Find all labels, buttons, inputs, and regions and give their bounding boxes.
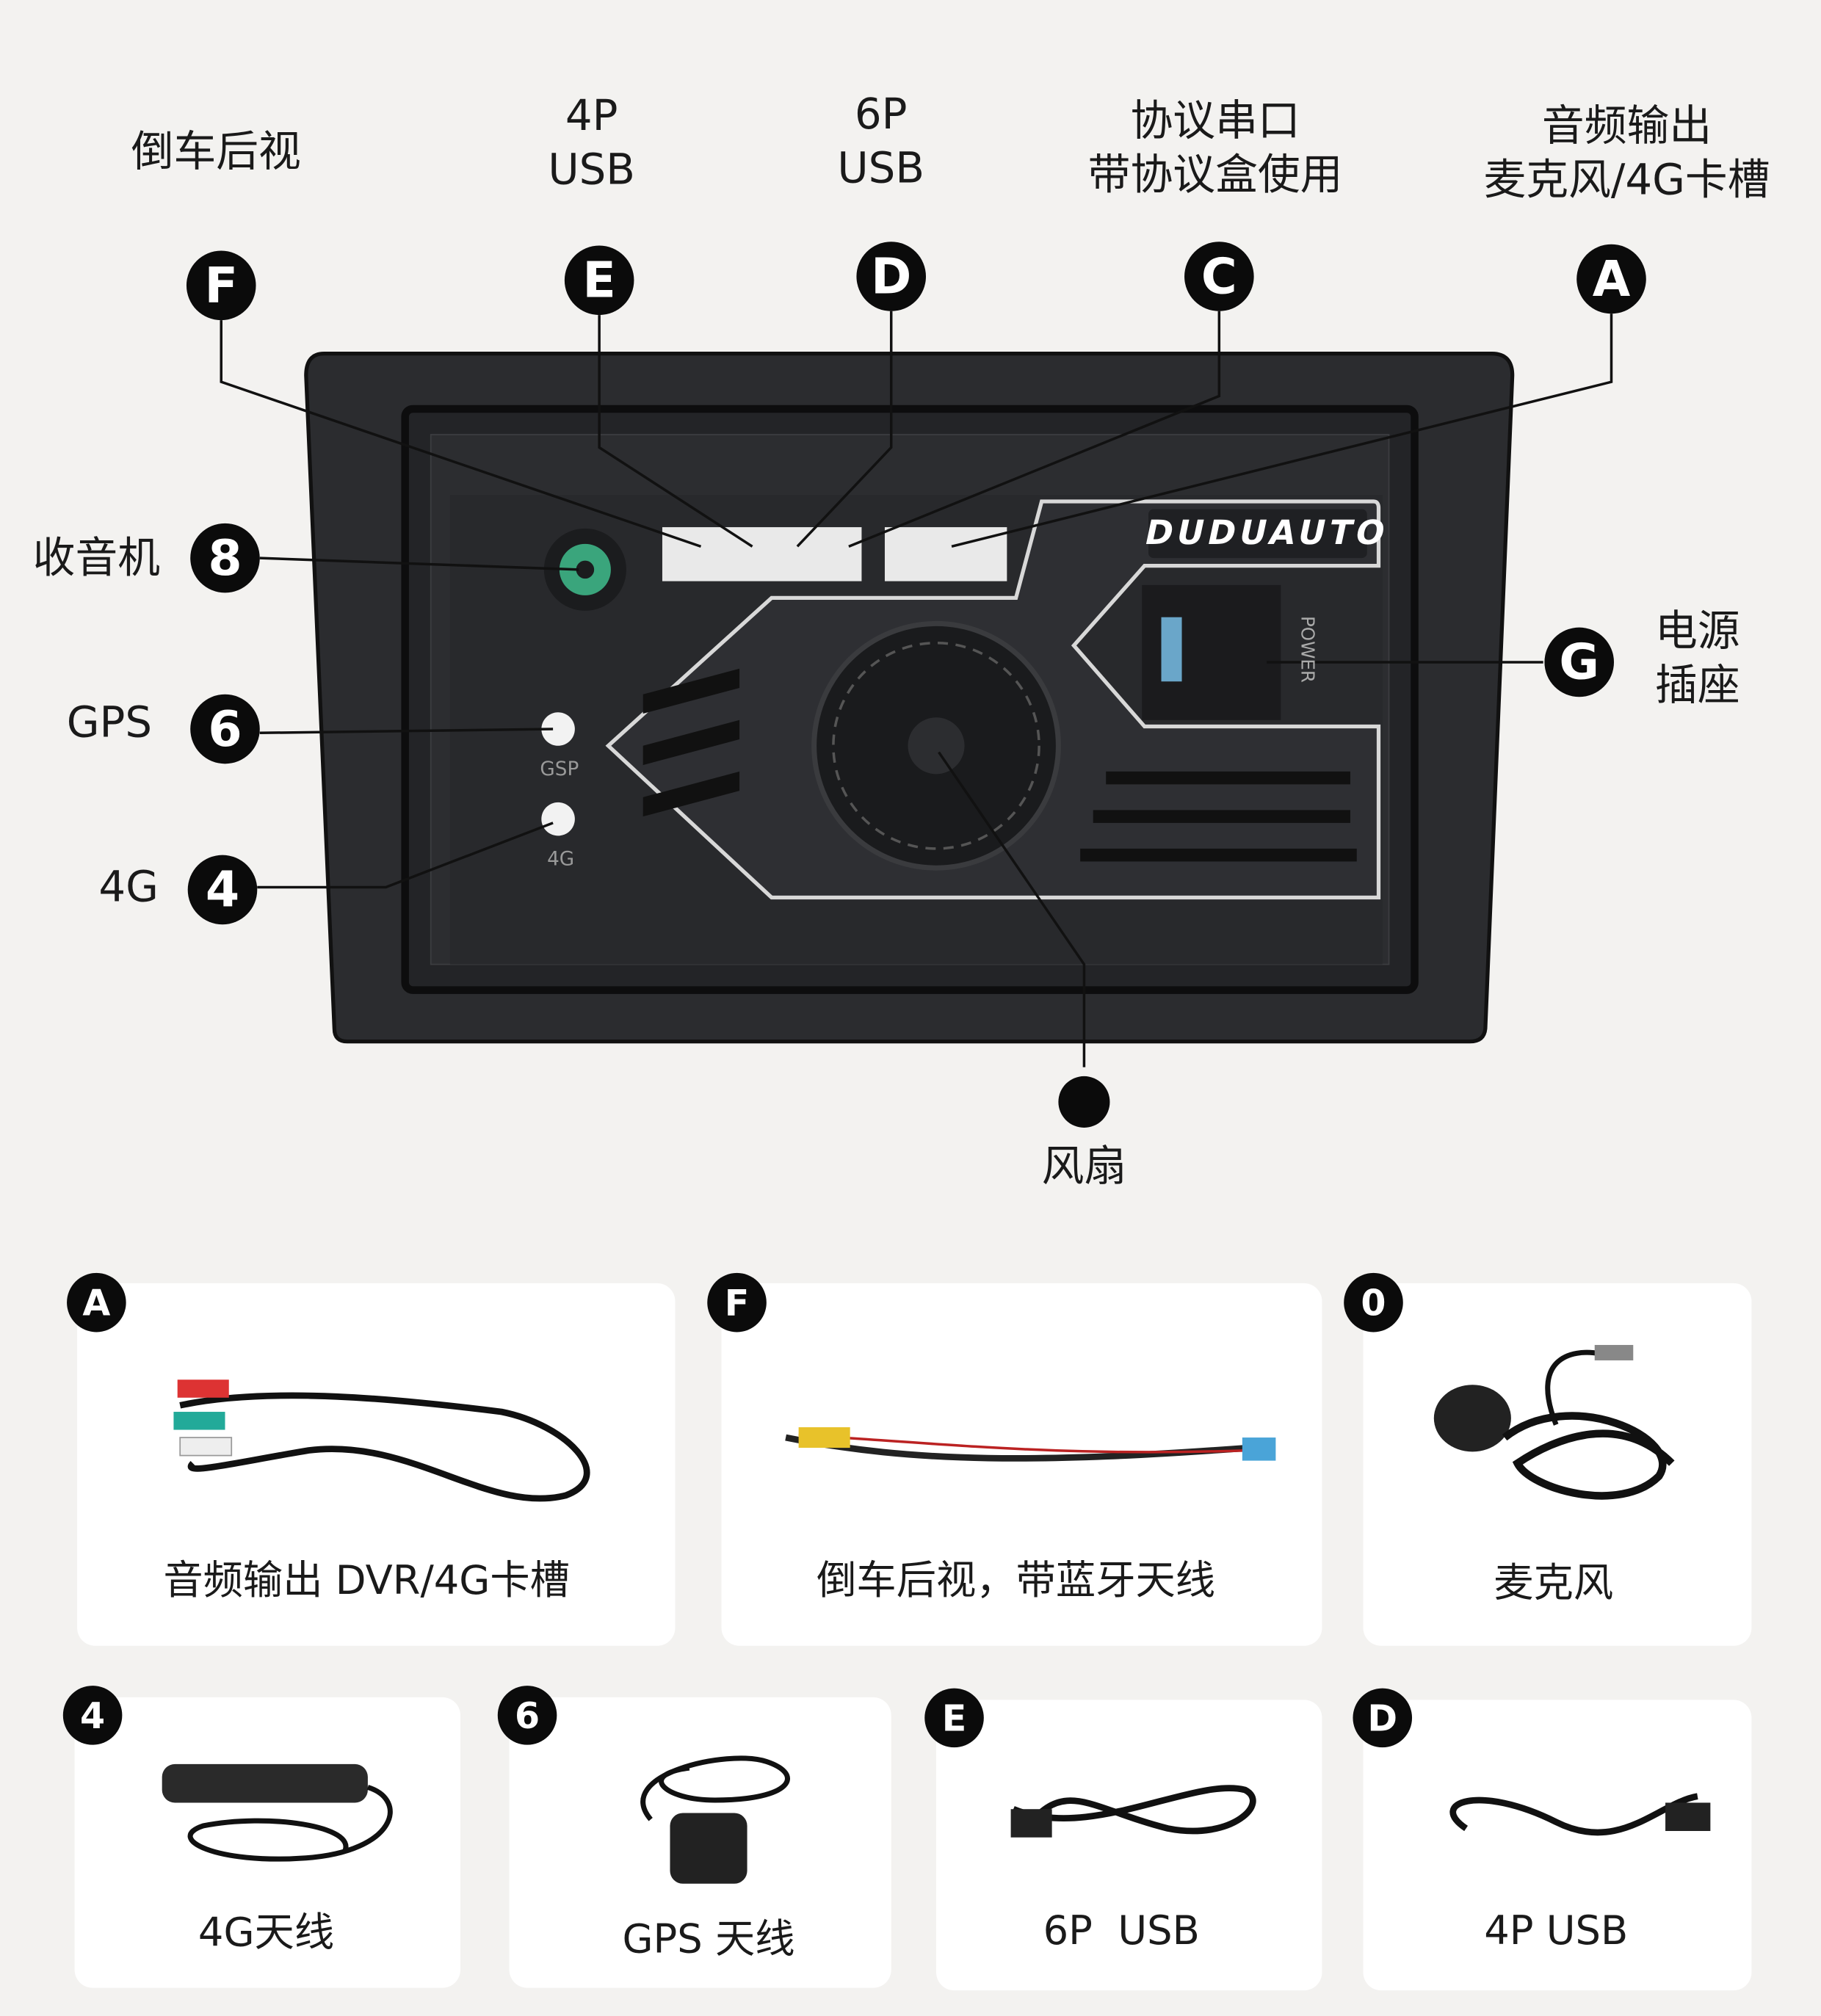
power-port-label: POWER [1296, 616, 1317, 683]
accessory-card-4g [74, 1697, 461, 1988]
card-label-gps: GPS 天线 [622, 1916, 795, 1963]
label-gps: GPS [66, 697, 153, 747]
connector-4p-usb [662, 527, 862, 581]
label-reverse-camera: 倒车后视 [131, 126, 301, 176]
badge-c: C [1184, 242, 1254, 311]
accessory-card-mic [1363, 1283, 1752, 1646]
card-label-4p-usb: 4P USB [1484, 1908, 1629, 1955]
accessory-card-reverse [721, 1283, 1322, 1646]
card-badge-e: E [924, 1688, 984, 1748]
badge-8: 8 [190, 523, 260, 593]
label-protocol-serial: 协议串口带协议盒使用 [1087, 95, 1343, 200]
label-power-socket: 电源插座 [1655, 605, 1740, 710]
badge-d: D [856, 242, 927, 311]
badge-e: E [564, 245, 634, 316]
badge-a: A [1576, 244, 1646, 314]
badge-f: F [186, 250, 256, 321]
gps-antenna-image [640, 1755, 790, 1884]
connector-a [884, 527, 1007, 581]
card-label-6p-usb: 6P USB [1043, 1908, 1200, 1955]
card-label-reverse: 倒车后视，带蓝牙天线 [817, 1557, 1216, 1604]
accessory-card-6p-usb [936, 1700, 1322, 1991]
card-badge-0: 0 [1344, 1272, 1403, 1332]
card-label-audio: 音频输出 DVR/4G卡槽 [163, 1557, 570, 1604]
microphone-image [1433, 1344, 1675, 1500]
lte-port-label: 4G [547, 847, 575, 871]
label-radio: 收音机 [32, 532, 161, 583]
head-unit-back-panel [220, 311, 1613, 1128]
usb-6p-cable-image [1010, 1785, 1256, 1838]
badge-g: G [1544, 627, 1615, 697]
label-4g: 4G [98, 861, 159, 912]
brand-logo: DUDUAUTO [1141, 514, 1393, 554]
card-badge-f: F [707, 1272, 767, 1332]
accessory-card-audio [77, 1283, 676, 1646]
badge-4: 4 [187, 855, 258, 925]
usb-4p-cable-image [1449, 1793, 1711, 1836]
card-badge-4: 4 [62, 1686, 123, 1745]
badge-6: 6 [190, 694, 260, 764]
card-label-4g: 4G天线 [198, 1910, 335, 1957]
accessory-card-4p-usb [1363, 1700, 1752, 1991]
reverse-cable-image [785, 1427, 1276, 1462]
fan-icon [811, 620, 1061, 871]
lte-antenna-image [162, 1763, 393, 1862]
audio-cable-image [173, 1379, 590, 1502]
gps-port-label: GSP [540, 757, 579, 781]
label-audio-out: 音频输出麦克风/4G卡槽 [1483, 100, 1770, 205]
label-fan: 风扇 [1041, 1140, 1127, 1191]
card-label-mic: 麦克风 [1494, 1560, 1614, 1607]
accessory-card-gps [509, 1697, 891, 1988]
card-badge-6: 6 [497, 1686, 557, 1745]
card-badge-a: A [67, 1272, 126, 1332]
fan-marker-dot [1058, 1076, 1110, 1128]
card-badge-d: D [1353, 1688, 1413, 1748]
